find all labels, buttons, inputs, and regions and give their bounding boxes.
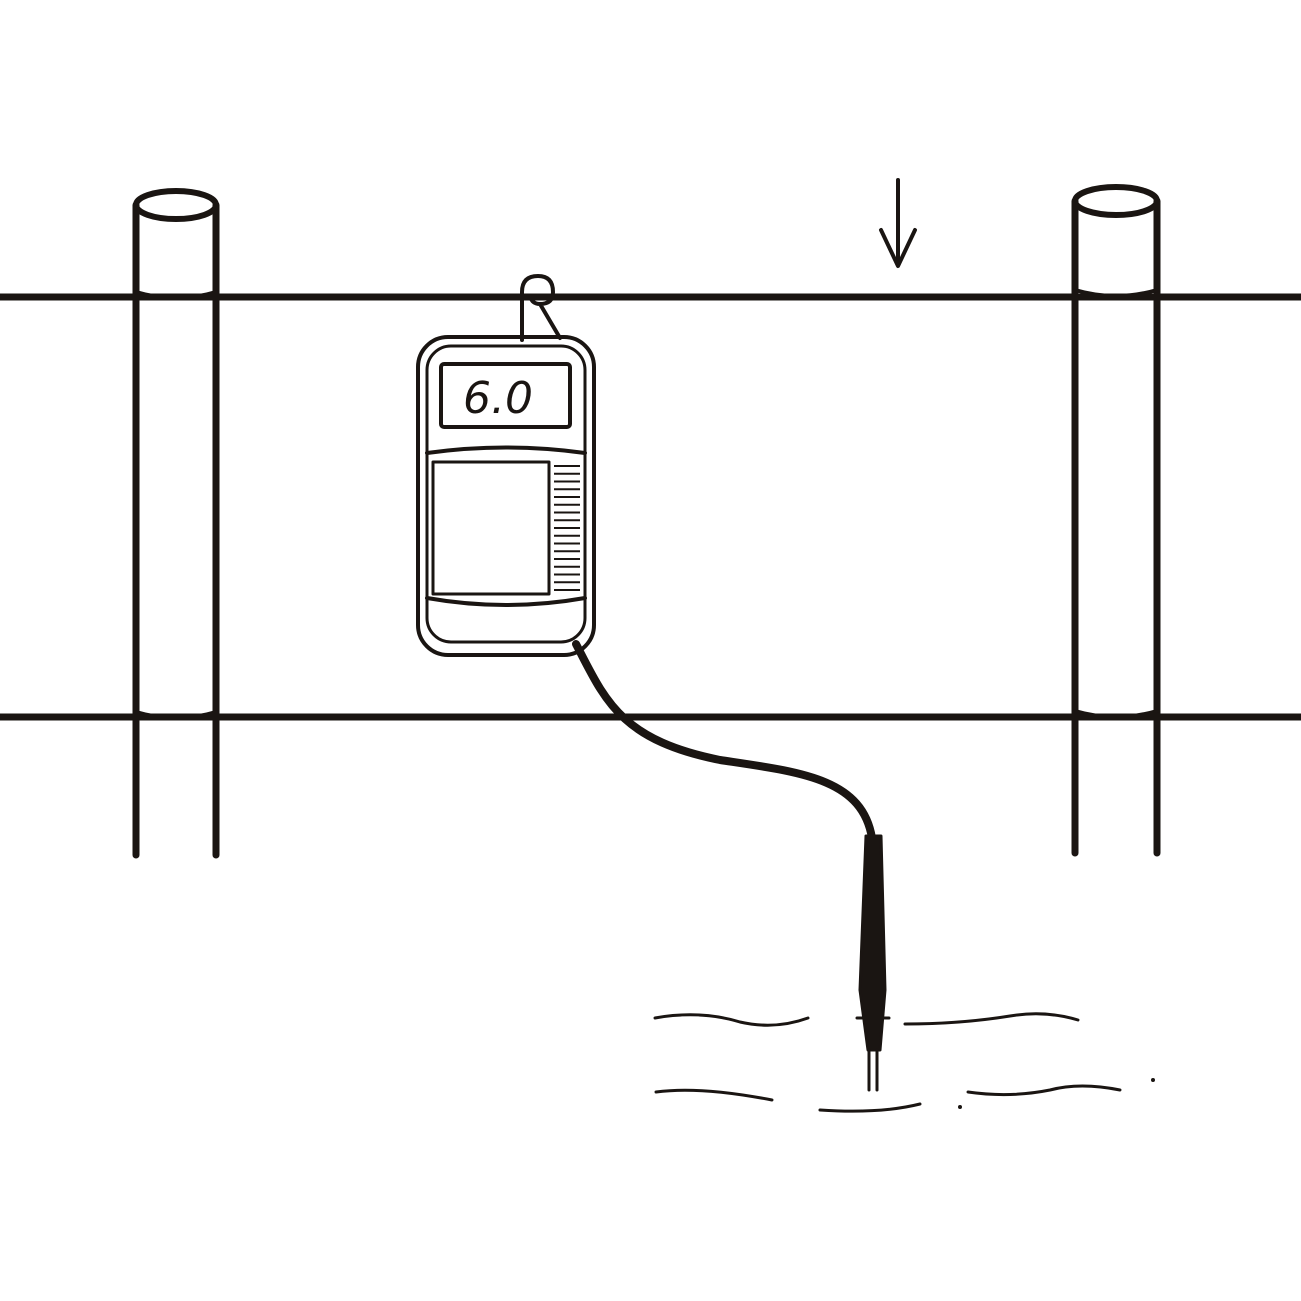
ground-lines	[653, 1012, 1155, 1113]
meter-display	[439, 362, 572, 429]
down-arrow-icon	[879, 178, 917, 268]
ground-probe	[855, 834, 891, 1092]
left-fence-post	[132, 188, 220, 859]
right-fence-post	[1071, 184, 1161, 857]
meter-panel-bottom-divider	[425, 596, 587, 607]
digital-fence-tester: 6.0	[416, 335, 596, 657]
left-post-top	[133, 188, 219, 222]
meter-label-window	[431, 460, 551, 596]
right-post-top	[1072, 184, 1160, 218]
meter-outer-case	[416, 335, 596, 657]
meter-cable	[572, 640, 876, 842]
meter-inner-case	[425, 344, 587, 644]
probe-handle	[858, 834, 887, 1052]
meter-panel-top-divider	[425, 445, 587, 455]
meter-hook	[520, 274, 562, 342]
meter-scale-bars	[554, 465, 580, 591]
meter-reading: 6.0	[463, 373, 533, 424]
